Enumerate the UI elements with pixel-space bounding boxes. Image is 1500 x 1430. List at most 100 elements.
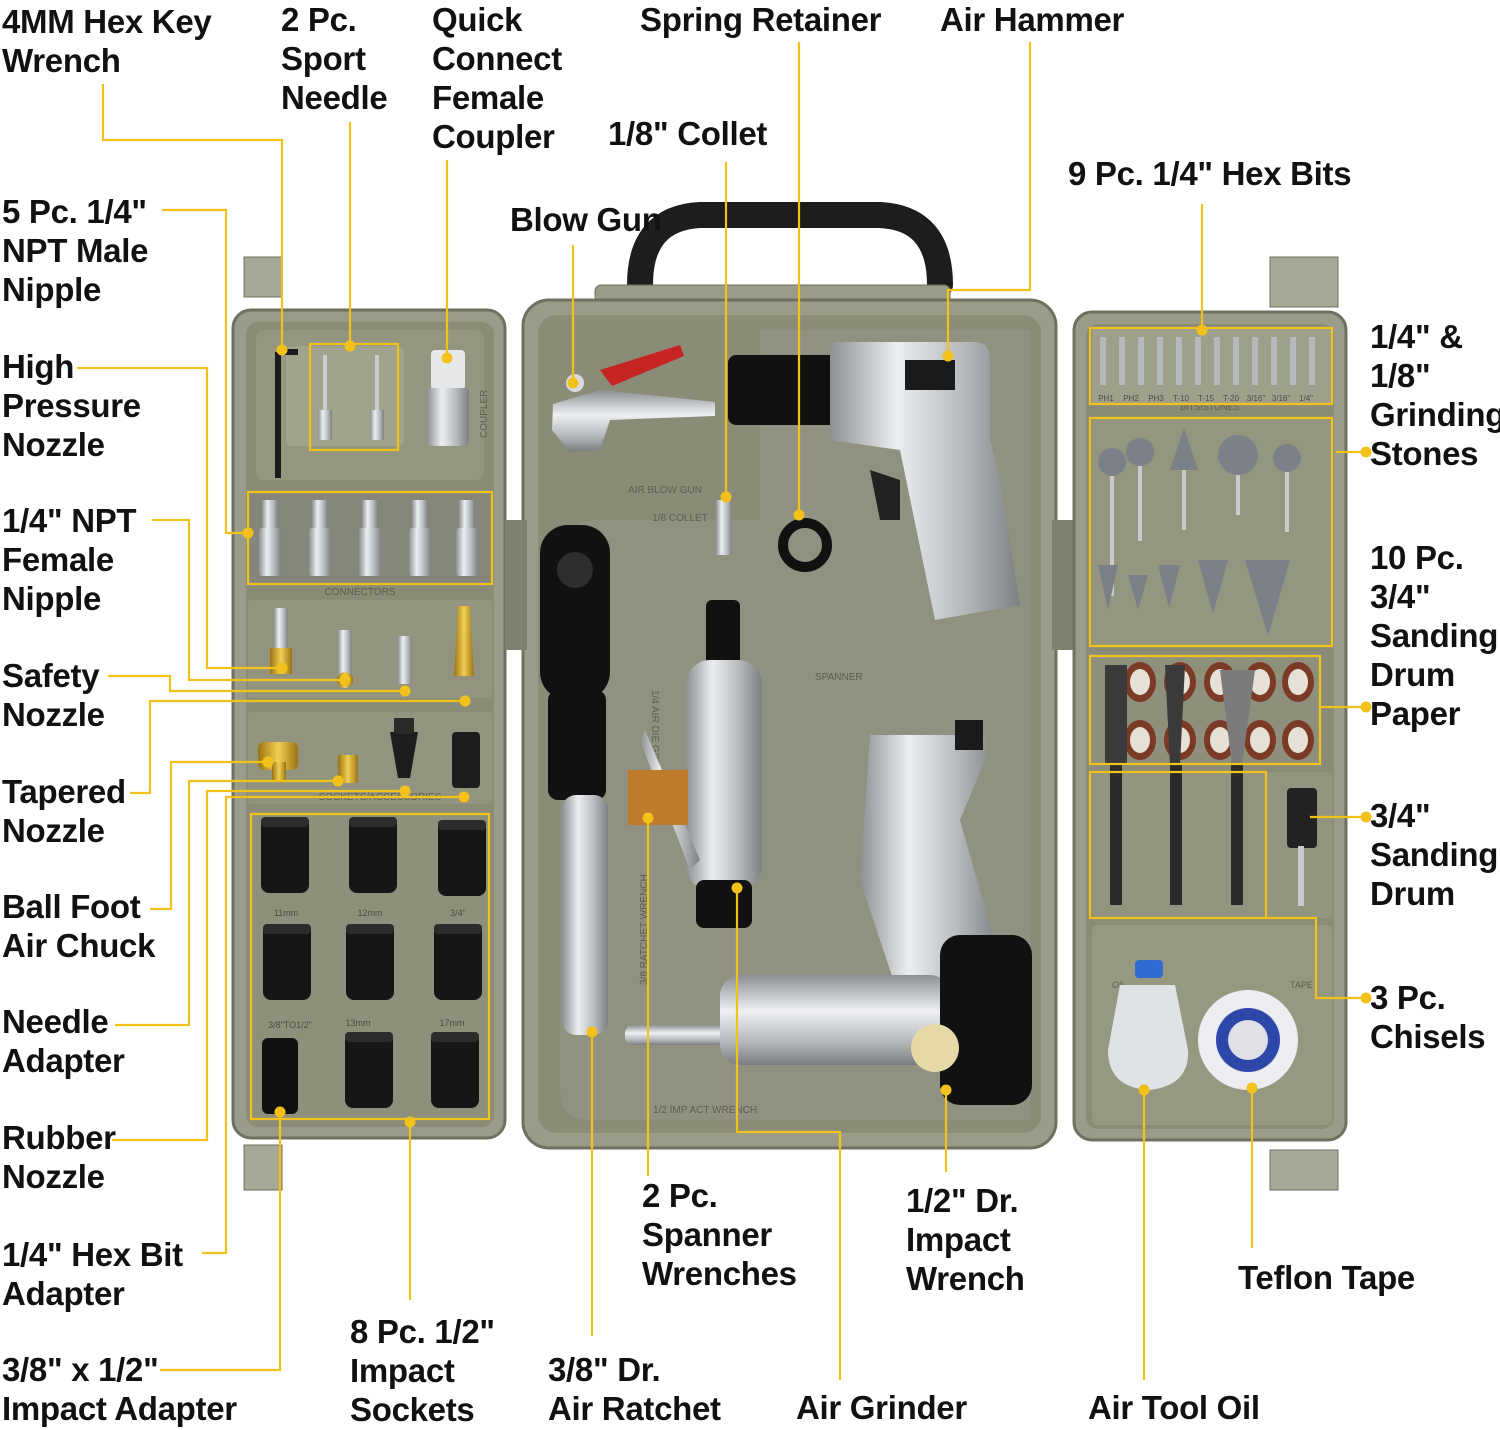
socket-size-label: 13mm: [345, 1018, 370, 1028]
air-ratchet: [540, 525, 610, 1035]
label-impact-adapter: 3/8" x 1/2" Impact Adapter: [2, 1351, 237, 1427]
callout-line-tapered-nozzle: [130, 699, 465, 795]
socket-size-label: 3/4": [450, 908, 466, 918]
hex-bit: [1252, 337, 1258, 385]
label-air-grinder: Air Grinder: [796, 1389, 967, 1426]
label-hex-bits: 9 Pc. 1/4" Hex Bits: [1068, 155, 1352, 192]
impact-socket-3: [438, 820, 486, 896]
callout-line-hex-bit-adapter: [202, 795, 464, 1255]
male-nipple-5: [459, 500, 475, 530]
label-quick-connect-coupler: Quick Connect Female Coupler: [432, 1, 562, 155]
callout-line-rubber-nozzle: [112, 789, 405, 1142]
case-label-collet: 1/8 COLLET: [652, 513, 708, 524]
case-label-die-grinder: 1/4 AIR DIE GRINDER: [649, 690, 660, 791]
callout-dot-drum-paper: [1360, 701, 1372, 713]
label-teflon-tape: Teflon Tape: [1238, 1259, 1415, 1296]
bit-size-label: PH3: [1148, 394, 1164, 403]
label-sport-needle: 2 Pc. Sport Needle: [281, 1, 388, 116]
case-label-spanner: SPANNER: [815, 672, 863, 683]
case-label-bits-stones: BITS/STONES: [1180, 402, 1239, 412]
grinding-stones: [1098, 428, 1301, 636]
impact-socket-8: [431, 1032, 479, 1108]
callout-dot-teflon-tape: [1246, 1082, 1258, 1094]
label-chisels: 3 Pc. Chisels: [1370, 979, 1486, 1055]
callout-dot-blow-gun: [567, 377, 579, 389]
callout-dot-needle-adapter: [332, 775, 344, 787]
socket-size-label: 11mm: [274, 908, 298, 918]
callout-line-male-nipple: [162, 208, 248, 535]
callout-dot-ball-foot: [262, 756, 274, 768]
bit-size-label: T-15: [1198, 394, 1215, 403]
air-tool-oil-bottle: [1108, 960, 1189, 1090]
label-air-ratchet: 3/8" Dr. Air Ratchet: [548, 1351, 721, 1427]
hex-bit: [1157, 337, 1163, 385]
hex-bit: [1214, 337, 1220, 385]
hex-bit: [1138, 337, 1144, 385]
label-air-hammer: Air Hammer: [940, 1, 1125, 38]
male-nipples: [259, 500, 478, 576]
bit-size-label: T-10: [1173, 394, 1190, 403]
label-ball-foot-chuck: Ball Foot Air Chuck: [2, 888, 156, 964]
case-label-tape: TAPE: [1290, 980, 1313, 990]
male-nipple-box: [246, 490, 494, 586]
case-label-ratchet: 3/8 RATCHET WRENCH: [639, 874, 650, 985]
label-collet: 1/8" Collet: [608, 115, 768, 152]
callout-line-impact-adapter: [160, 1112, 282, 1372]
hex-bit: [1119, 337, 1125, 385]
callout-dot-hex-bit-adapter: [458, 791, 470, 803]
male-nipple-1: [262, 500, 278, 530]
label-grinding-stones: 1/4" & 1/8" Grinding Stones: [1370, 318, 1500, 472]
label-spanner-wrenches: 2 Pc. Spanner Wrenches: [642, 1177, 797, 1292]
spring-retainer: [778, 518, 832, 572]
callout-dot-air-grinder: [731, 882, 743, 894]
impact-socket-7: [345, 1032, 393, 1108]
male-nipple-3: [362, 500, 378, 530]
callout-line-air-grinder: [735, 888, 842, 1380]
bit-size-label: PH1: [1098, 394, 1114, 403]
callout-line-chisels: [1265, 916, 1366, 1000]
callout-line-hex-key: [101, 84, 284, 350]
label-needle-adapter: Needle Adapter: [2, 1003, 125, 1079]
callout-dot-grinding-stones: [1360, 446, 1372, 458]
label-high-pressure-nozzle: High Pressure Nozzle: [2, 348, 141, 463]
sport-needles: [318, 355, 384, 440]
callout-dot-air-tool-oil: [1138, 1084, 1150, 1096]
label-tapered-nozzle: Tapered Nozzle: [2, 773, 126, 849]
callout-dot-hex-bits: [1196, 324, 1208, 336]
callout-line-female-nipple: [152, 518, 345, 682]
air-hammer: [728, 342, 1020, 620]
callout-dot-rubber-nozzle: [399, 785, 411, 797]
label-spring-retainer: Spring Retainer: [640, 1, 882, 38]
label-sanding-drum: 3/4" Sanding Drum: [1370, 797, 1499, 912]
callout-line-ball-foot: [150, 760, 268, 911]
label-hex-bit-adapter: 1/4" Hex Bit Adapter: [2, 1236, 183, 1312]
impact-socket-2: [349, 817, 397, 893]
label-drum-paper: 10 Pc. 3/4" Sanding Drum Paper: [1370, 539, 1499, 732]
case-label-connectors: CONNECTORS: [325, 587, 396, 598]
label-impact-wrench: 1/2" Dr. Impact Wrench: [906, 1182, 1025, 1297]
bit-size-label: PH2: [1123, 394, 1139, 403]
quick-connect-coupler: [427, 350, 469, 446]
callout-dot-safety-nozzle: [399, 685, 411, 697]
case-label-coupler: COUPLER: [479, 390, 490, 438]
callout-dot-sport-needle: [344, 340, 356, 352]
callout-dot-impact-wrench: [940, 1084, 952, 1096]
callout-dot-tapered-nozzle: [459, 695, 471, 707]
hex-bit: [1100, 337, 1106, 385]
callout-line-needle-adapter: [115, 779, 338, 1027]
socket-size-label: 3/8"TO1/2": [268, 1020, 312, 1030]
bit-size-label: 3/16": [1247, 394, 1266, 403]
case-label-blow-gun: AIR BLOW GUN: [628, 485, 702, 496]
bit-size-label: 3/16": [1272, 394, 1291, 403]
hex-bit: [1233, 337, 1239, 385]
male-nipple-4: [412, 500, 428, 530]
label-impact-sockets: 8 Pc. 1/2" Impact Sockets: [350, 1313, 495, 1428]
label-male-nipple: 5 Pc. 1/4" NPT Male Nipple: [2, 193, 149, 308]
socket-size-label: 12mm: [357, 908, 382, 918]
callout-dot-spanner: [642, 812, 654, 824]
label-hex-key-wrench: 4MM Hex Key Wrench: [2, 3, 212, 79]
impact-socket-5: [346, 924, 394, 1000]
